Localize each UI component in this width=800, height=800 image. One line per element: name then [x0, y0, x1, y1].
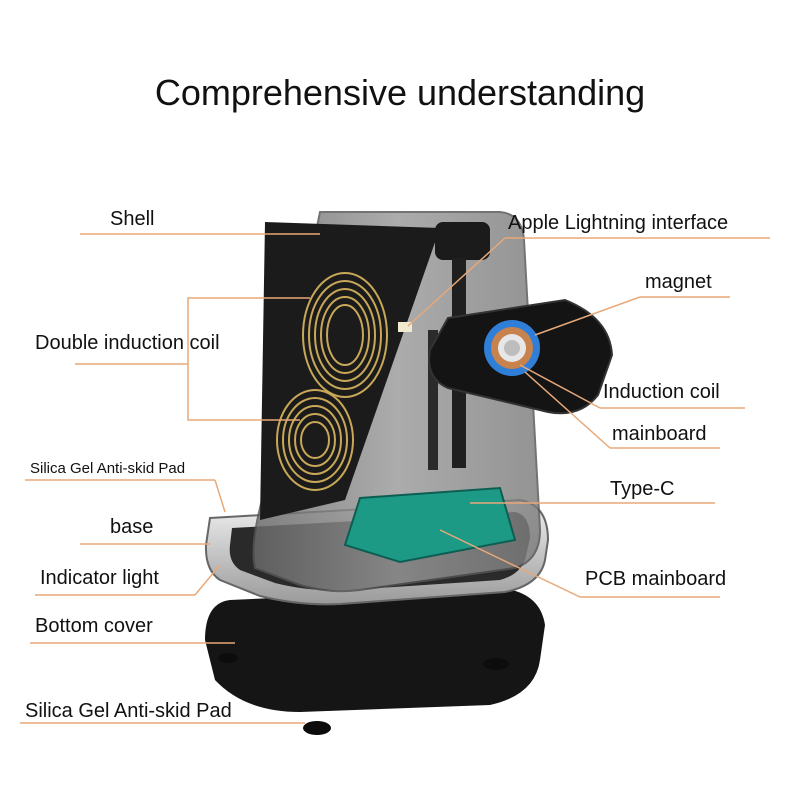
rubber-foot [483, 658, 509, 670]
page-title: Comprehensive understanding [154, 72, 646, 113]
pcb-mainboard-shape [343, 486, 517, 564]
magnetic-puck [428, 298, 614, 415]
label-induction-coil: Induction coil [603, 381, 720, 403]
rubber-foot [303, 721, 331, 735]
coil-panel [260, 222, 440, 520]
label-pcb-mainboard: PCB mainboard [585, 568, 727, 590]
label-apple-lightning: Apple Lightning interface [508, 212, 729, 234]
label-base: base [110, 516, 154, 538]
label-mainboard: mainboard [612, 423, 707, 445]
label-bottom-cover: Bottom cover [35, 615, 153, 637]
lightning-bracket [435, 222, 490, 260]
label-silica-gel-pad-bottom: Silica Gel Anti-skid Pad [25, 700, 232, 722]
label-indicator-light: Indicator light [40, 567, 159, 589]
inner-rail [428, 330, 438, 470]
lightning-connector [398, 322, 412, 332]
upper-induction-coil [302, 272, 388, 398]
label-silica-gel-pad-top: Silica Gel Anti-skid Pad [30, 460, 186, 477]
label-shell: Shell [110, 208, 155, 230]
rubber-foot [218, 653, 238, 663]
bottom-cover-shape [205, 588, 545, 712]
label-type-c: Type-C [610, 478, 675, 500]
label-double-induction-coil: Double induction coil [35, 332, 220, 354]
lower-induction-coil [276, 389, 354, 491]
label-magnet: magnet [645, 271, 712, 293]
leader-lines [20, 233, 770, 724]
